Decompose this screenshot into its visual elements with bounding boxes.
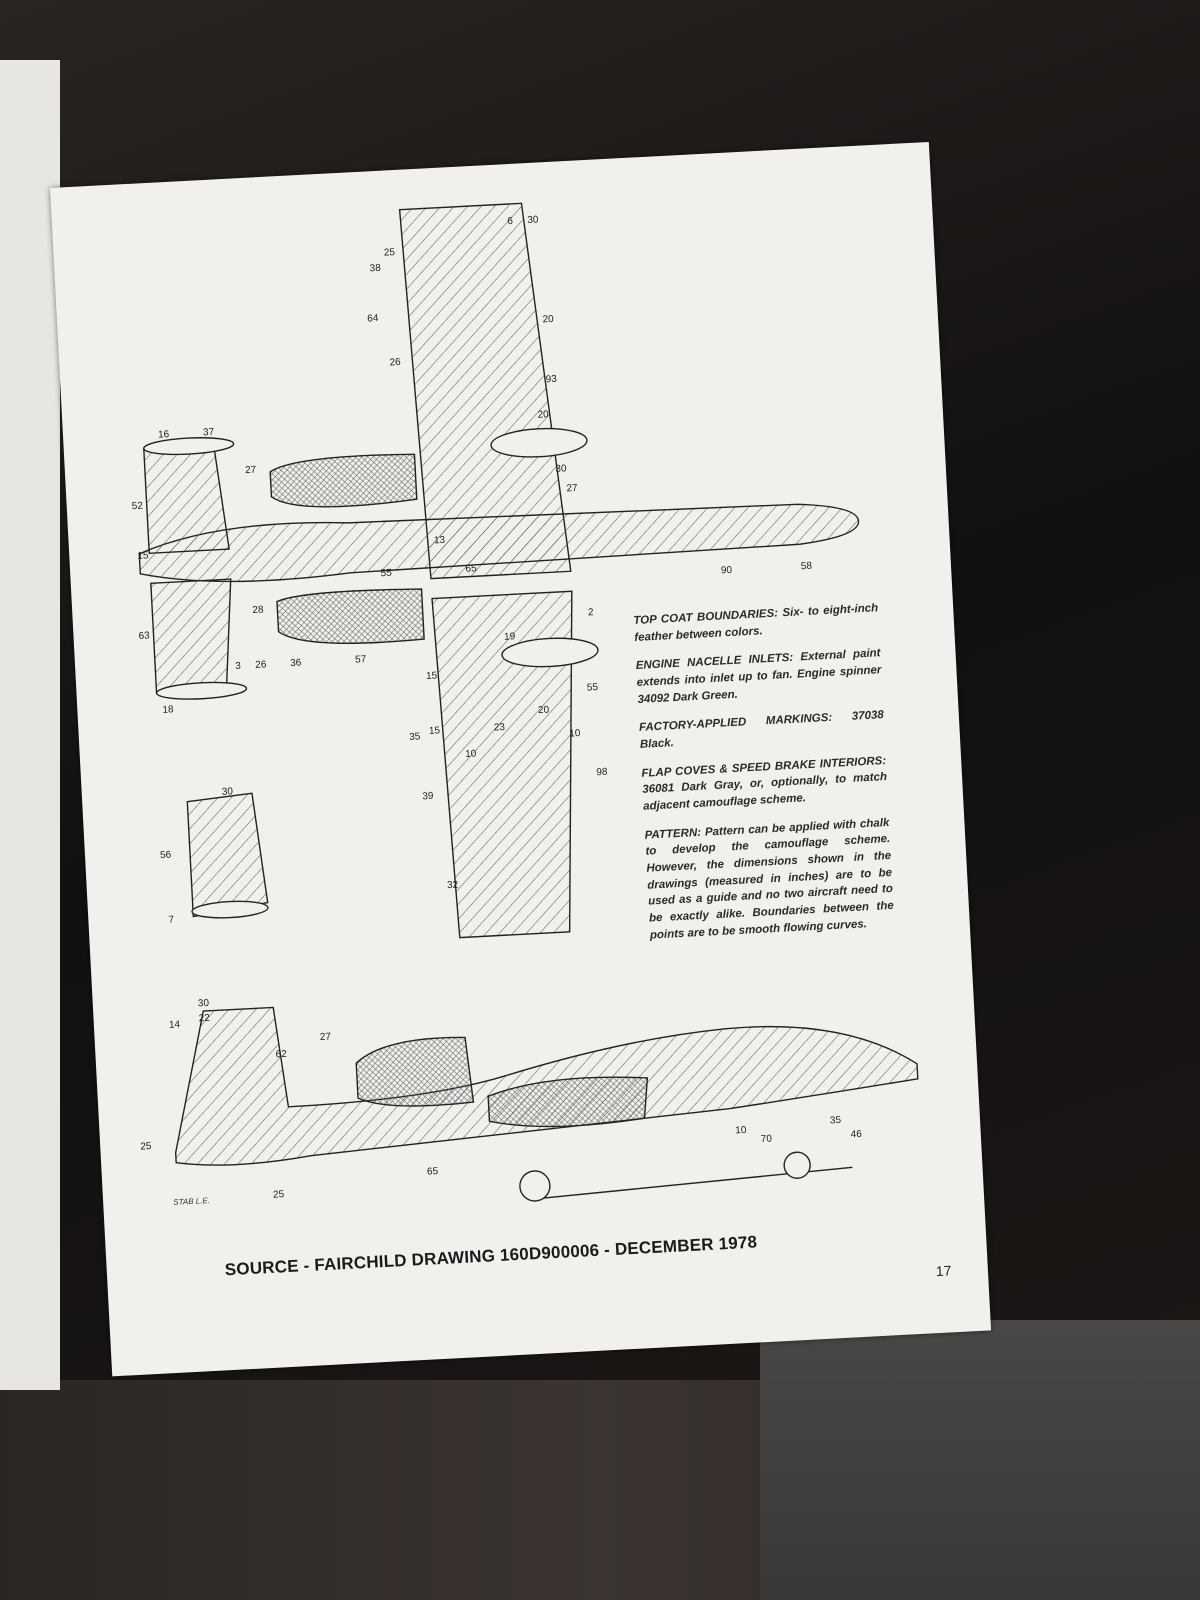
svg-text:3: 3 <box>235 661 242 672</box>
svg-text:98: 98 <box>596 767 608 779</box>
svg-text:30: 30 <box>527 214 539 226</box>
svg-text:62: 62 <box>275 1049 287 1061</box>
svg-text:10: 10 <box>735 1125 747 1137</box>
svg-text:65: 65 <box>465 563 477 575</box>
svg-text:36: 36 <box>290 657 302 669</box>
svg-text:26: 26 <box>255 659 267 671</box>
svg-text:35: 35 <box>409 731 421 743</box>
svg-text:38: 38 <box>369 263 381 275</box>
svg-text:14: 14 <box>169 1019 181 1031</box>
side-view: 30 22 14 62 27 25 25 65 10 70 35 46 <box>140 998 919 1202</box>
svg-text:39: 39 <box>422 791 434 803</box>
svg-text:58: 58 <box>801 561 813 573</box>
page-number: 17 <box>935 1262 952 1280</box>
dimension-labels: 6 30 25 38 64 20 26 93 20 30 27 16 37 27… <box>132 214 813 892</box>
svg-text:37: 37 <box>203 427 215 439</box>
svg-text:10: 10 <box>465 748 477 760</box>
svg-text:25: 25 <box>384 247 396 259</box>
svg-text:30: 30 <box>198 998 210 1010</box>
svg-text:46: 46 <box>850 1129 862 1141</box>
svg-text:23: 23 <box>494 722 506 734</box>
svg-text:64: 64 <box>367 313 379 325</box>
svg-text:30: 30 <box>555 463 567 475</box>
svg-text:13: 13 <box>434 535 446 547</box>
svg-text:25: 25 <box>273 1189 285 1201</box>
top-view <box>138 202 860 939</box>
cloth <box>760 1320 1200 1600</box>
svg-text:19: 19 <box>504 631 516 643</box>
fin-view: 30 56 7 <box>160 786 269 926</box>
note-engine-inlets: ENGINE NACELLE INLETS: External paint ex… <box>635 647 882 706</box>
svg-text:30: 30 <box>222 786 234 798</box>
svg-text:25: 25 <box>140 1141 152 1153</box>
svg-text:26: 26 <box>389 357 401 369</box>
note-flap-coves: FLAP COVES & SPEED BRAKE INTERIORS: 3608… <box>641 754 888 813</box>
camouflage-drawing: 6 30 25 38 64 20 26 93 20 30 27 16 37 27… <box>132 202 919 1202</box>
svg-text:15: 15 <box>137 550 149 562</box>
stab-label: STAB L.E. <box>173 1196 211 1207</box>
svg-text:56: 56 <box>160 850 172 862</box>
book-page: 6 30 25 38 64 20 26 93 20 30 27 16 37 27… <box>50 141 992 1377</box>
svg-text:70: 70 <box>760 1134 772 1146</box>
svg-text:2: 2 <box>588 607 595 618</box>
source-line: SOURCE - FAIRCHILD DRAWING 160D900006 - … <box>224 1232 758 1280</box>
svg-text:27: 27 <box>566 483 578 495</box>
svg-text:20: 20 <box>542 314 554 326</box>
svg-text:55: 55 <box>587 682 599 694</box>
svg-text:18: 18 <box>162 704 174 716</box>
svg-text:16: 16 <box>158 429 170 441</box>
svg-text:90: 90 <box>721 565 733 577</box>
svg-text:10: 10 <box>569 728 581 740</box>
svg-text:35: 35 <box>830 1115 842 1127</box>
svg-text:15: 15 <box>426 670 438 682</box>
svg-text:63: 63 <box>138 630 150 642</box>
svg-text:93: 93 <box>545 374 557 386</box>
svg-text:65: 65 <box>427 1166 439 1178</box>
svg-text:28: 28 <box>252 604 264 616</box>
svg-text:27: 27 <box>245 465 257 477</box>
note-markings: FACTORY-APPLIED MARKINGS: 37038 Black. <box>638 709 885 751</box>
svg-text:20: 20 <box>537 409 549 421</box>
svg-text:55: 55 <box>380 568 392 580</box>
svg-text:52: 52 <box>132 501 144 513</box>
svg-text:57: 57 <box>355 654 367 666</box>
svg-text:15: 15 <box>429 725 441 737</box>
svg-text:7: 7 <box>168 914 175 925</box>
svg-text:6: 6 <box>507 216 514 227</box>
svg-text:22: 22 <box>198 1013 210 1025</box>
svg-text:27: 27 <box>320 1031 332 1043</box>
note-pattern: PATTERN: Pattern can be applied with cha… <box>644 816 895 942</box>
svg-text:20: 20 <box>538 705 550 717</box>
paint-notes: TOP COAT BOUNDARIES: Six- to eight-inch … <box>633 600 896 956</box>
left-page-edge <box>0 60 60 1390</box>
svg-text:32: 32 <box>447 880 459 892</box>
